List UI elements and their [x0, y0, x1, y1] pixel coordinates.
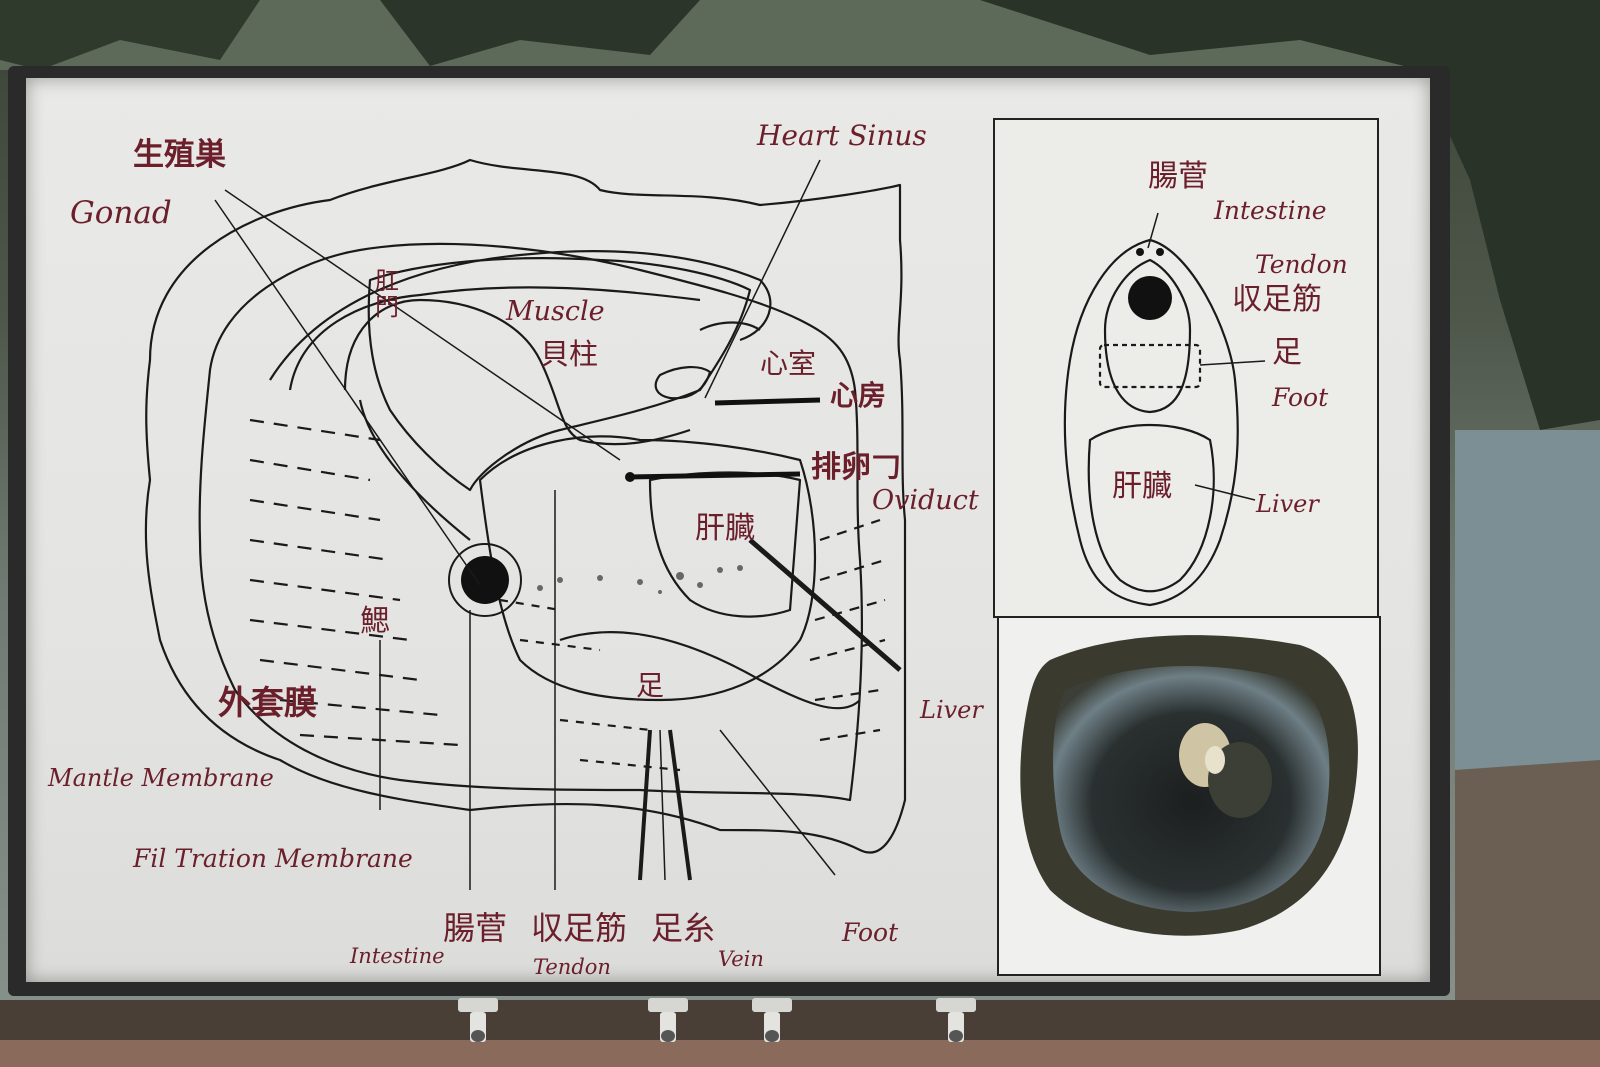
label-mantle-zh: 外套膜: [218, 683, 317, 722]
label-filtration-en: Fil Tration Membrane: [133, 844, 413, 873]
side-label-intestine-zh: 腸菅: [1148, 159, 1208, 194]
label-heart-sinus: Heart Sinus: [757, 119, 927, 152]
water-valve: [936, 998, 976, 1042]
label-oviduct-en: Oviduct: [872, 485, 979, 516]
label-vein-zh: 足糸: [651, 909, 716, 947]
label-atrium-zh: 心房: [830, 379, 887, 412]
label-foot-zh: 足: [636, 669, 665, 702]
intestine-opening: [461, 556, 509, 604]
side-panel-diagram: [993, 118, 1379, 618]
label-gill-zh: 鰓: [360, 604, 390, 639]
label-mantle-en: Mantle Membrane: [48, 764, 274, 792]
label-intestine-zh: 腸菅: [443, 909, 508, 947]
label-tendon-zh: 収足筋: [531, 909, 628, 947]
side-label-liver-en: Liver: [1256, 490, 1319, 518]
label-muscle-en: Muscle: [506, 296, 605, 327]
side-label-intestine-en: Intestine: [1214, 196, 1327, 225]
label-liver-zh: 肝臓: [695, 511, 755, 546]
side-label-tendon-en: Tendon: [1255, 250, 1348, 279]
side-label-liver-zh: 肝臓: [1112, 469, 1172, 504]
water-valve: [752, 998, 792, 1042]
side-label-tendon-zh: 収足筋: [1232, 282, 1322, 317]
water-valve: [458, 998, 498, 1042]
water-valve: [648, 998, 688, 1042]
label-muscle-zh: 貝柱: [540, 337, 599, 371]
label-liver-en: Liver: [920, 696, 983, 724]
label-ventricle-zh: 心室: [760, 347, 817, 380]
label-intestine-en: Intestine: [350, 944, 445, 968]
label-tendon-en: Tendon: [533, 955, 611, 979]
side-label-foot-zh: 足: [1272, 335, 1302, 370]
label-oviduct-zh: 排卵𠃌: [811, 450, 901, 485]
label-gonad-en: Gonad: [70, 195, 172, 231]
label-gonad-zh: 生殖巣: [133, 137, 226, 173]
label-anus-zh: 肛門: [375, 267, 399, 322]
side-label-foot-en: Foot: [1272, 383, 1329, 412]
label-vein-en: Vein: [718, 947, 764, 971]
label-foot-en: Foot: [842, 918, 899, 947]
